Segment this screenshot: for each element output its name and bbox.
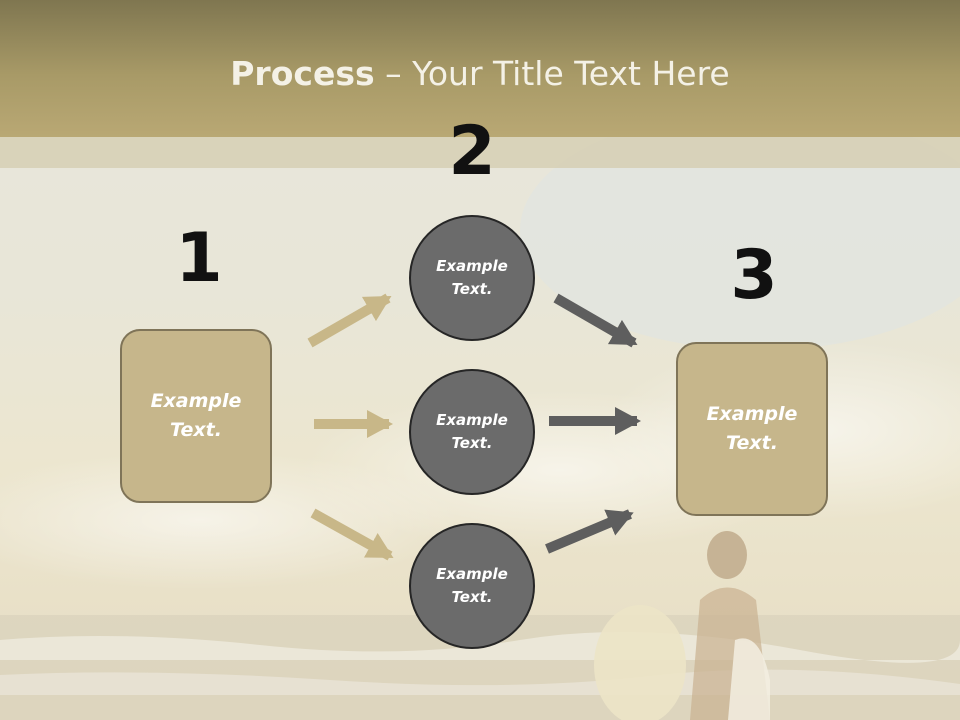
step-1-box: Example Text. <box>120 329 272 503</box>
arrow-step1-to-circle1 <box>307 293 392 348</box>
step-number-3: 3 <box>730 236 778 315</box>
step-3-box: Example Text. <box>676 342 828 516</box>
arrow-circle1-to-step3 <box>553 293 638 348</box>
title-rest: – Your Title Text Here <box>374 54 730 93</box>
arrow-circle3-to-step3 <box>545 509 634 554</box>
step-1-label: Example Text. <box>150 390 242 441</box>
header-bar <box>0 0 960 137</box>
step-number-2: 2 <box>448 112 496 191</box>
arrow-step1-to-circle3 <box>310 508 394 561</box>
circle-3-label: Example Text. <box>436 565 508 606</box>
circle-2-label: Example Text. <box>436 411 508 452</box>
header-strip <box>0 137 960 168</box>
step-number-1: 1 <box>175 219 223 298</box>
circle-3: Example Text. <box>409 523 535 649</box>
circle-2: Example Text. <box>409 369 535 495</box>
title-bold: Process <box>230 54 375 93</box>
circle-1-label: Example Text. <box>436 257 508 298</box>
step-3-label: Example Text. <box>706 403 798 454</box>
slide-title: Process – Your Title Text Here <box>0 52 960 96</box>
circle-1: Example Text. <box>409 215 535 341</box>
